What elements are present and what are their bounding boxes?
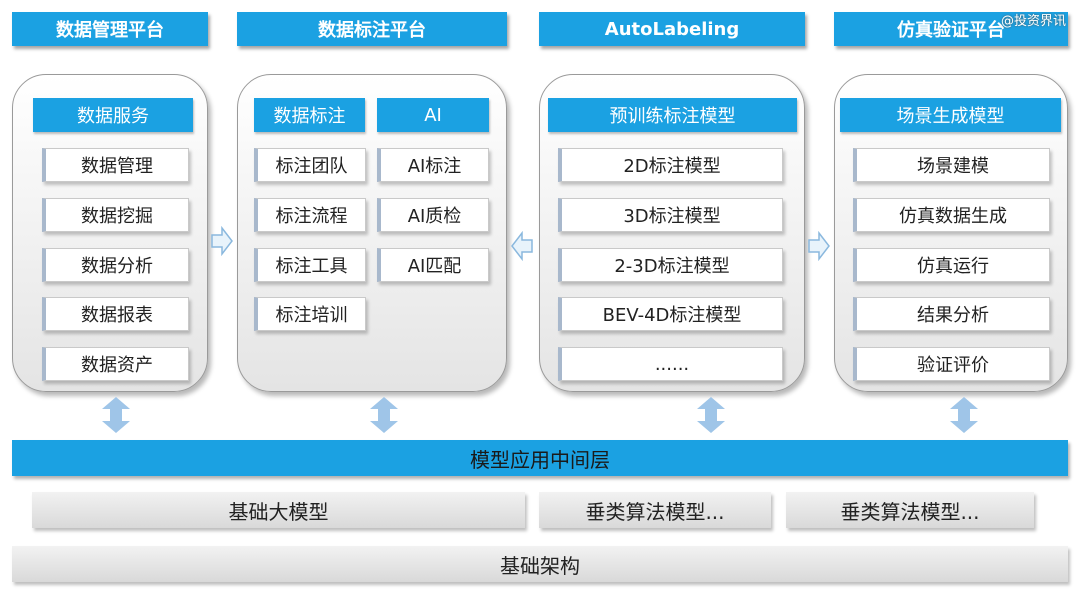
infrastructure-layer: 基础架构 xyxy=(12,546,1068,582)
panel3-item: BEV-4D标注模型 xyxy=(558,297,783,331)
platform-header-data-management: 数据管理平台 xyxy=(12,12,208,46)
panel3-item: 2D标注模型 xyxy=(558,148,783,182)
middleware-layer: 模型应用中间层 xyxy=(12,440,1068,476)
panel2-right-item: AI标注 xyxy=(377,148,489,182)
panel2-left-item: 标注团队 xyxy=(254,148,366,182)
panel2-left-item: 标注培训 xyxy=(254,297,366,331)
panel1-item: 数据资产 xyxy=(42,347,189,381)
watermark: @投资界讯 xyxy=(1000,14,1066,29)
platform-header-simulation: 仿真验证平台 xyxy=(834,12,1068,46)
panel2-right-item: AI质检 xyxy=(377,198,489,232)
panel3-item: ...... xyxy=(558,347,783,381)
double-arrow-vertical-icon xyxy=(102,397,130,433)
vertical-model-layer: 垂类算法模型... xyxy=(786,492,1034,528)
panel2-header-left: 数据标注 xyxy=(254,98,365,132)
panel4-item: 验证评价 xyxy=(853,347,1050,381)
panel1-item: 数据报表 xyxy=(42,297,189,331)
panel4-item: 结果分析 xyxy=(853,297,1050,331)
arrow-left-icon xyxy=(511,231,533,261)
foundation-model-layer: 基础大模型 xyxy=(32,492,525,528)
panel2-left-item: 标注工具 xyxy=(254,248,366,282)
panel2-left-item: 标注流程 xyxy=(254,198,366,232)
panel4-item: 场景建模 xyxy=(853,148,1050,182)
panel2-right-item: AI匹配 xyxy=(377,248,489,282)
panel3-item: 2-3D标注模型 xyxy=(558,248,783,282)
panel2-header-right: AI xyxy=(377,98,489,132)
platform-header-data-labeling: 数据标注平台 xyxy=(237,12,507,46)
platform-header-autolabeling: AutoLabeling xyxy=(539,12,805,46)
vertical-model-layer: 垂类算法模型... xyxy=(539,492,771,528)
panel4-item: 仿真数据生成 xyxy=(853,198,1050,232)
panel3-header: 预训练标注模型 xyxy=(548,98,797,132)
panel1-item: 数据管理 xyxy=(42,148,189,182)
panel4-item: 仿真运行 xyxy=(853,248,1050,282)
double-arrow-vertical-icon xyxy=(950,397,978,433)
arrow-right-icon xyxy=(808,231,830,261)
arrow-right-icon xyxy=(211,226,233,256)
double-arrow-vertical-icon xyxy=(697,397,725,433)
panel1-item: 数据分析 xyxy=(42,248,189,282)
panel1-header: 数据服务 xyxy=(33,98,193,132)
panel1-item: 数据挖掘 xyxy=(42,198,189,232)
panel3-item: 3D标注模型 xyxy=(558,198,783,232)
panel4-header: 场景生成模型 xyxy=(840,98,1061,132)
double-arrow-vertical-icon xyxy=(370,397,398,433)
